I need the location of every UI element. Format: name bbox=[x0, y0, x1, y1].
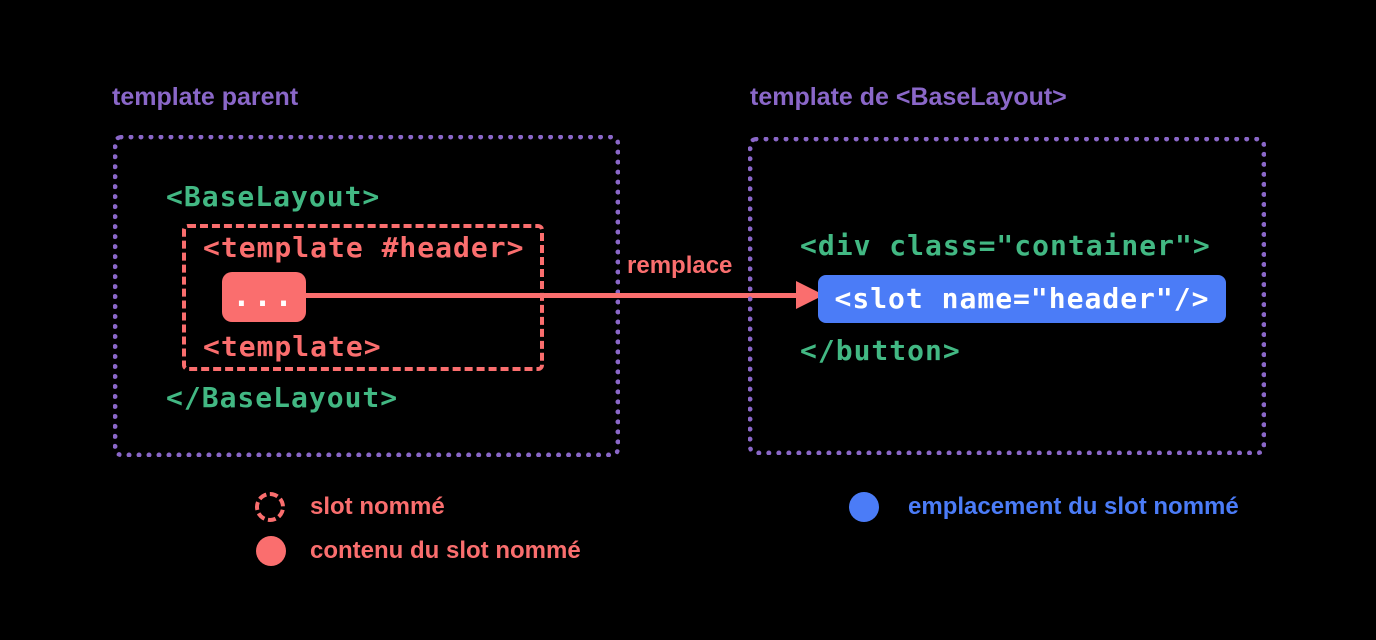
arrow-label: remplace bbox=[627, 252, 733, 279]
slot-content-box: ... bbox=[222, 272, 306, 322]
arrow-line bbox=[306, 293, 798, 298]
code-slot-tag: <slot name="header"/> bbox=[834, 282, 1210, 315]
code-div-container-tag: <div class="container"> bbox=[800, 229, 1211, 262]
code-template-close-tag: <template> bbox=[203, 330, 382, 363]
legend-label-slot-content: contenu du slot nommé bbox=[310, 537, 581, 564]
code-baselayout-close-tag: </BaseLayout> bbox=[166, 381, 399, 414]
left-panel-title: template parent bbox=[112, 83, 299, 111]
slot-content-ellipsis: ... bbox=[232, 279, 296, 314]
solid-red-circle-icon bbox=[256, 536, 286, 566]
slot-placement-box: <slot name="header"/> bbox=[818, 275, 1226, 323]
legend-label-slot-placement: emplacement du slot nommé bbox=[908, 493, 1239, 520]
right-panel-title: template de <BaseLayout> bbox=[750, 83, 1067, 111]
code-baselayout-open-tag: <BaseLayout> bbox=[166, 180, 381, 213]
baselayout-template-box bbox=[748, 137, 1266, 455]
dashed-red-circle-icon bbox=[255, 492, 285, 522]
code-button-close-tag: </button> bbox=[800, 334, 961, 367]
legend-label-named-slot: slot nommé bbox=[310, 493, 445, 520]
code-template-header-tag: <template #header> bbox=[203, 231, 525, 264]
solid-blue-circle-icon bbox=[849, 492, 879, 522]
